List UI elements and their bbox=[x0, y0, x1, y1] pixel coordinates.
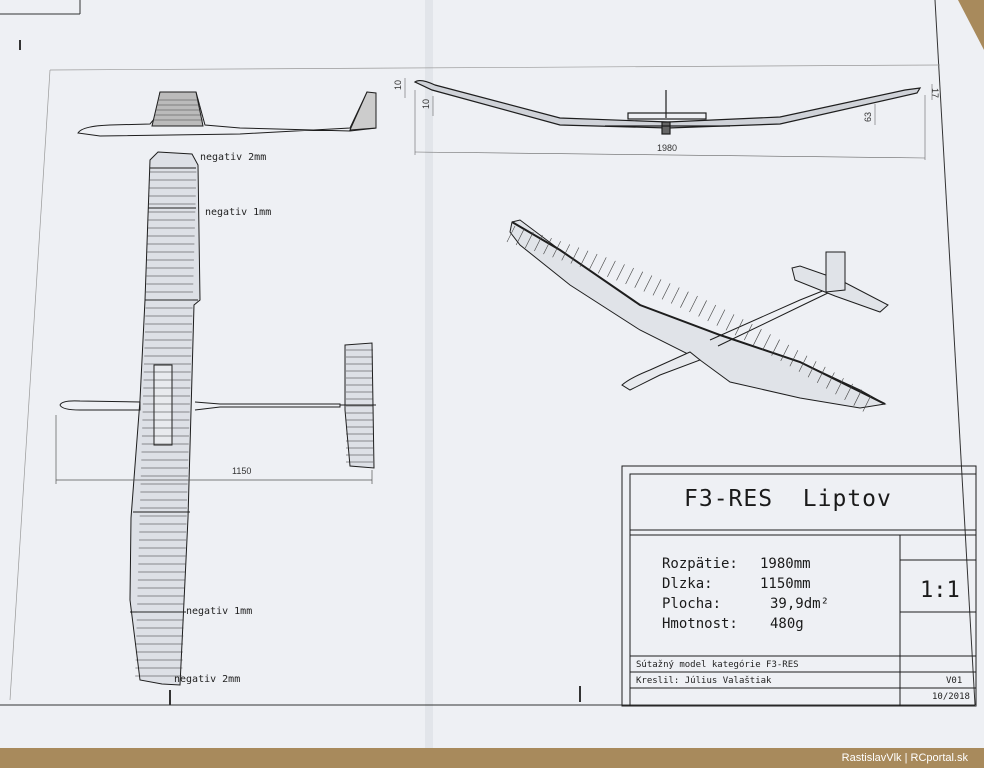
top-view bbox=[59, 151, 376, 686]
iso-view-ribs bbox=[506, 225, 872, 412]
length-dimension: 1150 bbox=[232, 466, 252, 476]
spec-label: Rozpätie: bbox=[662, 556, 738, 572]
version: V01 bbox=[946, 676, 963, 686]
scale-label: 1:1 bbox=[920, 578, 960, 603]
iso-view bbox=[509, 219, 889, 409]
annotation-negativ-2mm-bottom: negativ 2mm bbox=[174, 674, 241, 685]
title-name: F3-RES bbox=[684, 486, 774, 512]
spec-label: Hmotnost: bbox=[662, 616, 738, 632]
front-dim-3: 63 bbox=[863, 111, 874, 123]
annotation-negativ-1mm-top: negativ 1mm bbox=[205, 207, 272, 218]
author: Kreslil: Július Valaštiak bbox=[636, 676, 772, 686]
spec-row: Hmotnost: 480g bbox=[662, 616, 804, 632]
model-description: Sútažný model kategórie F3-RES bbox=[636, 660, 799, 670]
front-dim-2: 10 bbox=[421, 98, 432, 110]
title-block-frame bbox=[621, 465, 977, 707]
annotation-negativ-1mm-bottom: negativ 1mm bbox=[186, 606, 253, 617]
sheet-border bbox=[0, 0, 976, 706]
top-view-dim bbox=[55, 415, 373, 484]
spec-value: 480g bbox=[770, 616, 804, 632]
spec-row: Plocha: 39,9dm² bbox=[662, 596, 829, 612]
spec-label: Plocha: bbox=[662, 596, 722, 612]
front-dim-4: 17 bbox=[930, 87, 941, 99]
top-view-ribs bbox=[135, 171, 373, 677]
front-view bbox=[413, 79, 922, 135]
paper bbox=[0, 0, 984, 748]
front-view-dims bbox=[404, 78, 933, 160]
span-dimension: 1980 bbox=[657, 143, 678, 153]
spec-value: 1150mm bbox=[760, 576, 811, 592]
spec-value: 1980mm bbox=[760, 556, 811, 572]
title-model: Liptov bbox=[802, 486, 892, 512]
fold-shadow bbox=[425, 0, 433, 748]
date: 10/2018 bbox=[932, 692, 970, 702]
spec-row: Dlzka: 1150mm bbox=[662, 576, 811, 592]
spec-value: 39,9dm² bbox=[770, 596, 830, 612]
spec-label: Dlzka: bbox=[662, 576, 713, 592]
watermark: RastislavVlk | RCportal.sk bbox=[841, 752, 968, 764]
spec-row: Rozpätie: 1980mm bbox=[662, 556, 811, 572]
drawing-title: F3-RES Liptov bbox=[684, 486, 892, 512]
side-view bbox=[77, 91, 377, 137]
annotation-negativ-2mm-top: negativ 2mm bbox=[200, 152, 267, 163]
front-dim-1: 10 bbox=[393, 79, 404, 91]
